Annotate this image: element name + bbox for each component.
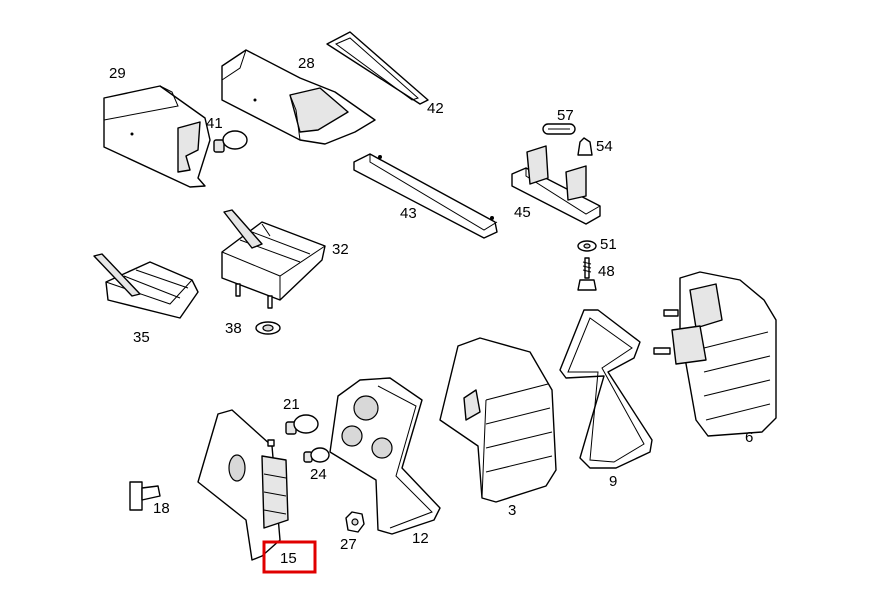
- part-57-festoon-bulb[interactable]: [542, 123, 576, 135]
- part-43-trim-strip[interactable]: [353, 153, 498, 239]
- part-6-lamp-assembly[interactable]: [653, 271, 777, 437]
- part-12-reflector[interactable]: [329, 377, 441, 535]
- callout-18: 18: [153, 500, 170, 517]
- callout-41: 41: [206, 115, 223, 132]
- part-48-screw[interactable]: [577, 257, 597, 291]
- callout-12: 12: [412, 530, 429, 547]
- callout-28: 28: [298, 55, 315, 72]
- callout-24: 24: [310, 466, 327, 483]
- part-21-bulb[interactable]: [285, 414, 319, 435]
- callout-labels: 29 28 42 41 57 54 43 45 32 51 48 35 38 6…: [109, 55, 753, 567]
- part-51-washer[interactable]: [577, 240, 597, 252]
- callout-21: 21: [283, 396, 300, 413]
- callout-29: 29: [109, 65, 126, 82]
- callout-35: 35: [133, 329, 150, 346]
- callout-32: 32: [332, 241, 349, 258]
- callout-51: 51: [600, 236, 617, 253]
- callout-42: 42: [427, 100, 444, 117]
- callout-45: 45: [514, 204, 531, 221]
- part-29-housing-cover[interactable]: [103, 85, 211, 188]
- part-28-housing-cover[interactable]: [221, 49, 376, 145]
- part-45-bulb-holder[interactable]: [511, 145, 601, 225]
- callout-38: 38: [225, 320, 242, 337]
- highlight-box: [262, 540, 317, 574]
- part-35-bulb-holder[interactable]: [93, 253, 199, 319]
- callout-27: 27: [340, 536, 357, 553]
- callout-6: 6: [745, 429, 753, 446]
- part-27-nut[interactable]: [345, 511, 365, 533]
- callout-3: 3: [508, 502, 516, 519]
- part-9-gasket[interactable]: [559, 309, 653, 469]
- callout-57: 57: [557, 107, 574, 124]
- callout-43: 43: [400, 205, 417, 222]
- part-54-socket-clip[interactable]: [577, 137, 593, 156]
- part-15-bulb-carrier[interactable]: [197, 409, 289, 561]
- part-3-lens[interactable]: [439, 337, 557, 503]
- part-18-push-clip[interactable]: [129, 481, 161, 511]
- part-38-washer[interactable]: [255, 321, 281, 335]
- part-24-bulb[interactable]: [303, 447, 330, 463]
- part-42-gasket[interactable]: [326, 31, 429, 105]
- callout-54: 54: [596, 138, 613, 155]
- part-41-bulb[interactable]: [213, 130, 248, 153]
- part-32-bulb-holder-unit[interactable]: [221, 209, 326, 309]
- callout-9: 9: [609, 473, 617, 490]
- callout-15: 15: [280, 550, 297, 567]
- callout-48: 48: [598, 263, 615, 280]
